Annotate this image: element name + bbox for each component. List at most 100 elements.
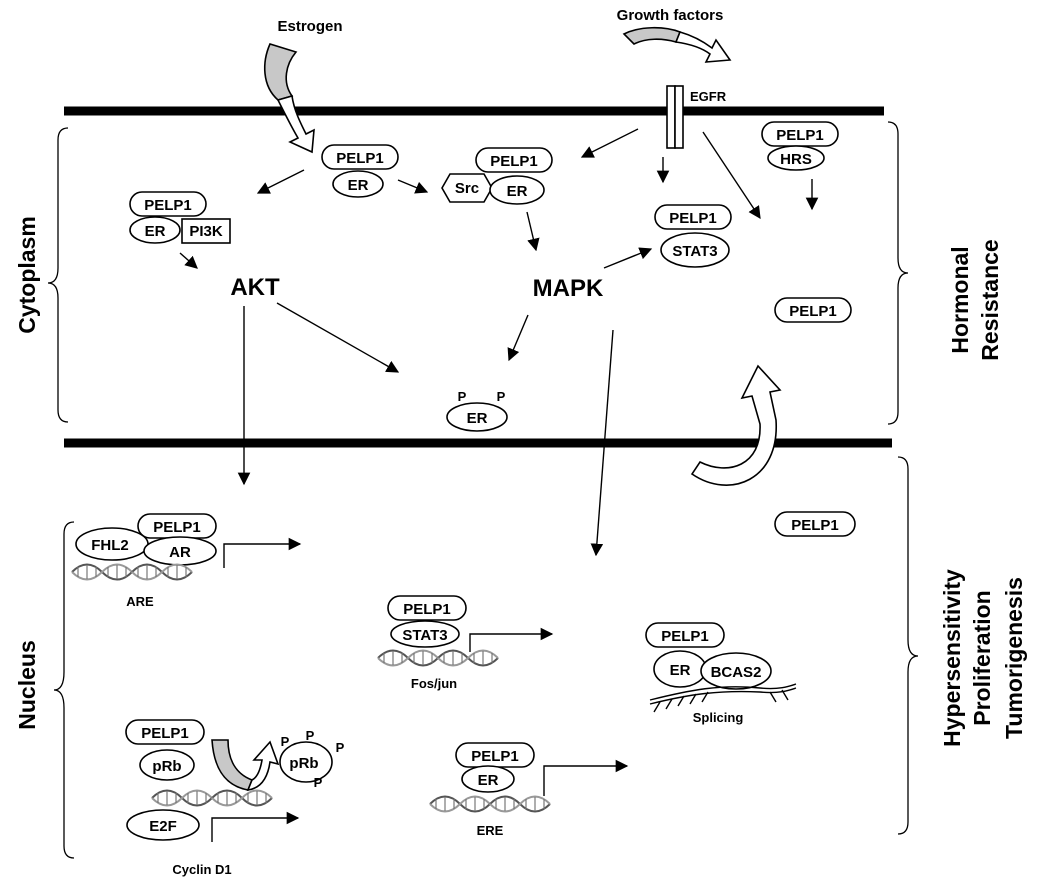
hormonal-label: Hormonal [947,246,973,353]
cyclin-d1-label: Cyclin D1 [172,862,231,877]
bcas2-node [700,652,772,690]
pelp1-stat3-pelp1 [654,204,732,230]
growth-factor-arrow [674,31,732,63]
cytoplasmic-pelp1-label: PELP1 [789,303,837,320]
arrow-mapk-to-phospho-er [507,314,529,362]
nucleus-brace [53,521,75,859]
arrow-akt-to-phospho-er [276,302,400,373]
hormonal-resistance-brace [887,121,909,425]
arrow-egfr-to-resistance [702,131,761,220]
growth-factors-label: Growth factors [617,7,724,24]
bcas2-er-label: ER [670,662,691,679]
prb-p-4: P [314,775,323,790]
fos-jun-dna [377,649,499,667]
prb-phosphorylation-arrow-gray [211,739,254,791]
stat3-node [660,232,730,268]
mapk-label: MAPK [533,275,604,302]
nuclear-pelp1 [774,511,856,537]
arrow-src-to-mapk [526,211,540,252]
hypersensitivity-label: Hypersensitivity [939,569,965,747]
growth-factor-arrow-gray [622,26,682,45]
bcas2-complex-pelp1-label: PELP1 [661,628,709,645]
ar-label: AR [169,544,191,561]
bcas2-label: BCAS2 [711,664,762,681]
pelp1-stat3-pelp1-label: PELP1 [669,210,717,227]
ere-dna [429,795,551,813]
cytoplasm-label: Cytoplasm [14,216,40,334]
tumorigenesis-label: Tumorigenesis [1001,577,1027,739]
stat3-nuclear-label: STAT3 [402,627,447,644]
fhl2-label: FHL2 [91,537,129,554]
arrow-egfr-to-src [580,128,639,158]
arrow-complex-to-pi3k [256,169,305,194]
cytoplasmic-pelp1 [774,297,852,323]
outcomes-brace [897,456,919,835]
phospho-er [446,402,508,432]
bcas2-complex-pelp1 [645,622,725,648]
ere-label: ERE [477,823,504,838]
stat3-complex-pelp1 [387,595,467,621]
arrow-mapk-to-nucleus [590,329,614,557]
ere-er-label: ER [478,772,499,789]
stat3-complex-pelp1-label: PELP1 [403,601,451,618]
egfr-receptor-right [674,85,684,149]
pelp1-pi3k-pelp1 [129,191,207,217]
arrow-complex-to-src [397,179,429,194]
prb-node [139,749,195,781]
prb-complex-pelp1-label: PELP1 [141,725,189,742]
ar-complex-pelp1-label: PELP1 [153,519,201,536]
splicing-label: Splicing [693,710,744,725]
phospho-p-right: P [497,389,506,404]
estrogen-label: Estrogen [277,18,342,35]
pelp1-src-pelp1-label: PELP1 [490,153,538,170]
pelp1-pi3k-er-label: ER [145,223,166,240]
splicing-rna [649,683,797,701]
cyclin-transcription-arrow [211,811,300,842]
cytoplasm-brace [47,127,69,423]
phospho-prb-label: pRb [289,755,318,772]
prb-p-1: P [281,734,290,749]
pelp1-er-complex-er-label: ER [348,177,369,194]
resistance-label: Resistance [977,239,1003,360]
estrogen-entry-arrow-gray [263,43,298,101]
pelp1-er-complex-pelp1-label: PELP1 [336,150,384,167]
proliferation-label: Proliferation [969,590,995,725]
pelp1-hrs-pelp1-label: PELP1 [776,127,824,144]
prb-p-3: P [336,740,345,755]
pelp1-pi3k-er [129,216,181,244]
pelp1-src-er [489,175,545,205]
splicing-rna-2 [649,687,797,705]
src-label: Src [455,180,479,197]
nuclear-pelp1-label: PELP1 [791,517,839,534]
stat3-label: STAT3 [672,243,717,260]
prb-release-arrow [246,740,280,791]
pelp1-er-complex-er [332,170,384,198]
akt-label: AKT [230,274,280,301]
hrs-label: HRS [780,151,812,168]
pelp1-pi3k-pelp1-label: PELP1 [144,197,192,214]
prb-p-2: P [306,728,315,743]
hrs-node [767,145,825,171]
are-label: ARE [126,594,154,609]
e2f-node [126,809,200,841]
are-transcription-arrow [223,537,302,568]
ere-complex-pelp1-label: PELP1 [471,748,519,765]
arrow-mapk-to-stat3 [603,247,653,269]
prb-complex-pelp1 [125,719,205,745]
fos-jun-transcription-arrow [469,627,554,652]
stat3-nuclear [390,620,460,648]
prb-label: pRb [152,758,181,775]
egfr-receptor-left [666,85,676,149]
pelp1-src-er-label: ER [507,183,528,200]
fos-jun-label: Fos/jun [411,676,457,691]
pelp1-src-pelp1 [475,147,553,173]
estrogen-entry-arrow [276,94,315,154]
arrow-pi3k-to-akt [179,252,198,269]
splicing-ticks [653,689,789,713]
nuclear-export-arrow [690,364,782,486]
phospho-p-left: P [458,389,467,404]
cyclin-dna [151,789,273,807]
phospho-prb [279,741,333,783]
pi3k-box [181,218,231,244]
